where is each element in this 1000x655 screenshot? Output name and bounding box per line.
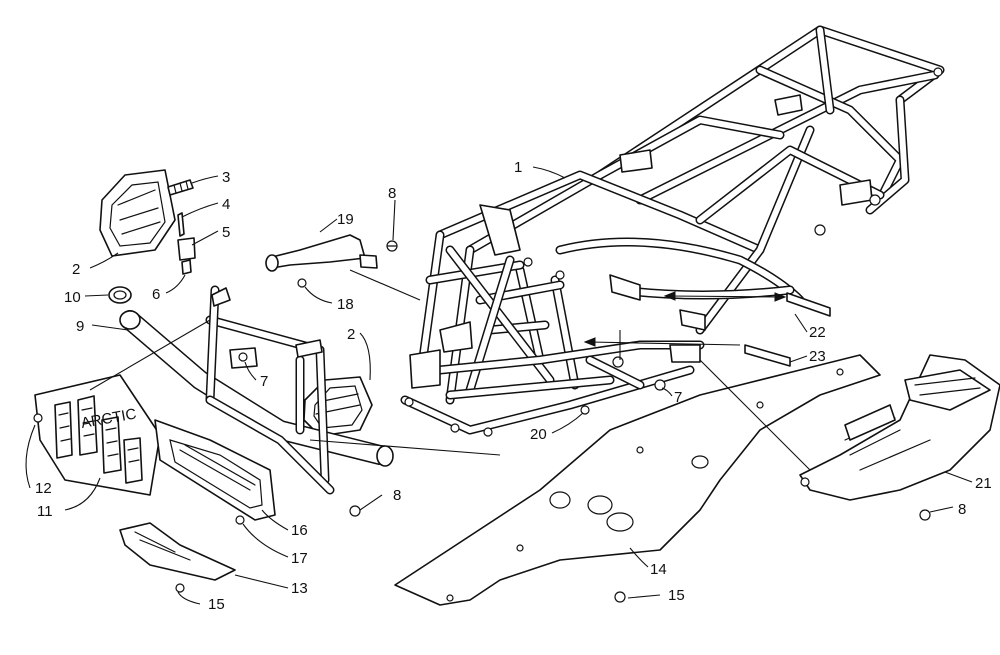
bolt-part-8-top	[386, 240, 398, 252]
end-cap-part-10	[108, 286, 132, 304]
callout-13: 13	[291, 580, 308, 597]
front-grille-part-11: ARCTIC	[34, 374, 161, 496]
callout-16: 16	[291, 522, 308, 539]
callout-21: 21	[975, 475, 992, 492]
callout-8-skid: 8	[958, 501, 966, 518]
bolt-part-17	[235, 515, 245, 525]
bolt-part-20	[580, 405, 590, 415]
callout-5: 5	[222, 224, 230, 241]
callout-17: 17	[291, 550, 308, 567]
callout-1: 1	[514, 159, 522, 176]
main-frame	[400, 25, 945, 437]
headlight-left	[99, 169, 176, 257]
floor-skid-plate-part-14	[394, 354, 881, 606]
callout-23: 23	[809, 348, 826, 365]
bolt-part-8-skid	[919, 509, 931, 521]
callout-3: 3	[222, 169, 230, 186]
strip-part-23	[744, 344, 791, 367]
callout-2-right: 2	[347, 326, 355, 343]
callout-7-right: 7	[674, 389, 682, 406]
callout-15-right: 15	[668, 587, 685, 604]
bolt-part-18	[297, 278, 307, 288]
nut-part-6	[181, 259, 192, 275]
callout-14: 14	[650, 561, 667, 578]
callout-20: 20	[530, 426, 547, 443]
nut-part-7-left	[238, 352, 248, 362]
callout-18: 18	[337, 296, 354, 313]
callout-15-left: 15	[208, 596, 225, 613]
callout-leaders	[25, 166, 973, 605]
callout-7-left: 7	[260, 373, 268, 390]
clip-part-4	[177, 212, 185, 237]
bracket-part-5	[177, 237, 196, 261]
bolt-part-8-bumper	[349, 505, 361, 517]
callout-11: 11	[37, 503, 53, 520]
callout-10: 10	[64, 289, 81, 306]
grille-insert-panel	[154, 419, 276, 521]
bolt-part-12	[33, 413, 43, 423]
callout-9: 9	[76, 318, 84, 335]
assembly-lines	[89, 269, 811, 471]
bolt-part-15-right	[614, 591, 626, 603]
nut-part-7-right	[654, 379, 666, 391]
callout-22: 22	[809, 324, 826, 341]
front-bumper-frame	[205, 285, 335, 495]
callout-19: 19	[337, 211, 354, 228]
callout-8-bumper: 8	[393, 487, 401, 504]
rear-skid-plate-part-21	[799, 354, 1000, 501]
screw-part-3	[167, 179, 194, 196]
callout-labels: 1 2 2 3 4 5 6 7 7 8 8 8 9 10 11 12 13 14…	[35, 159, 992, 613]
lower-skid-plate-part-13	[119, 522, 236, 581]
bolt-part-15-left	[175, 583, 185, 593]
bracket-part-19	[265, 234, 378, 272]
front-bumper-tube-part-9	[119, 310, 394, 467]
callout-8-top: 8	[388, 185, 396, 202]
strip-part-22	[786, 292, 831, 317]
callout-4: 4	[222, 196, 230, 213]
callout-12: 12	[35, 480, 52, 497]
callout-6: 6	[152, 286, 160, 303]
headlight-right	[303, 376, 373, 437]
callout-2-left: 2	[72, 261, 80, 278]
